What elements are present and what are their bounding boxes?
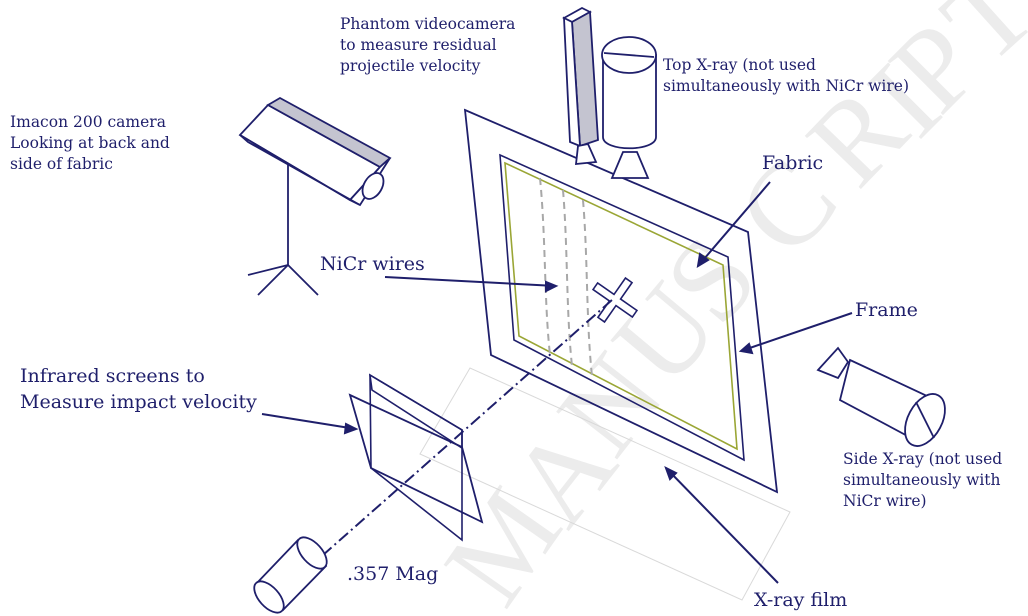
nicr-wires-label: NiCr wires [320,253,425,275]
frame-label: Frame [855,299,918,321]
infrared-screens-label: Infrared screens to Measure impact veloc… [20,365,257,413]
infrared-screen-front [348,393,484,524]
floor-plane [419,367,791,601]
watermark: M A N U S C R I P T [419,0,1028,616]
cross-marker-icon [591,276,639,324]
nicr-wire [539,177,551,356]
arrow-xray-film [664,465,779,584]
frame-inner [499,153,745,462]
gun-icon [253,536,328,614]
imacon-camera-label: Imacon 200 camera Looking at back and si… [10,113,170,173]
top-xray-label: Top X-ray (not used simultaneously with … [663,56,910,95]
xray-film-label: X-ray film [754,589,848,611]
arrow-frame [738,312,853,355]
side-xray-source-icon [816,346,946,447]
top-xray-source-icon [601,36,657,179]
nicr-wires [539,177,593,377]
arrow-nicr [384,276,559,293]
mag-label: .357 Mag [347,563,439,585]
arrow-fabric [696,181,771,268]
imacon-camera-icon [238,96,392,296]
trajectory-line [305,299,613,571]
nicr-wire [582,199,593,377]
side-xray-label: Side X-ray (not used simultaneously with… [843,450,1003,510]
phantom-camera-label: Phantom videocamera to measure residual … [340,15,516,75]
arrow-infrared [261,413,359,435]
infrared-screen-rear [369,373,463,542]
nicr-wire [562,189,573,367]
fabric-label: Fabric [762,152,824,174]
leader-arrows [261,181,853,584]
fabric-sheet [504,161,738,451]
frame-outer [463,108,779,494]
phantom-camera-icon [562,6,599,166]
